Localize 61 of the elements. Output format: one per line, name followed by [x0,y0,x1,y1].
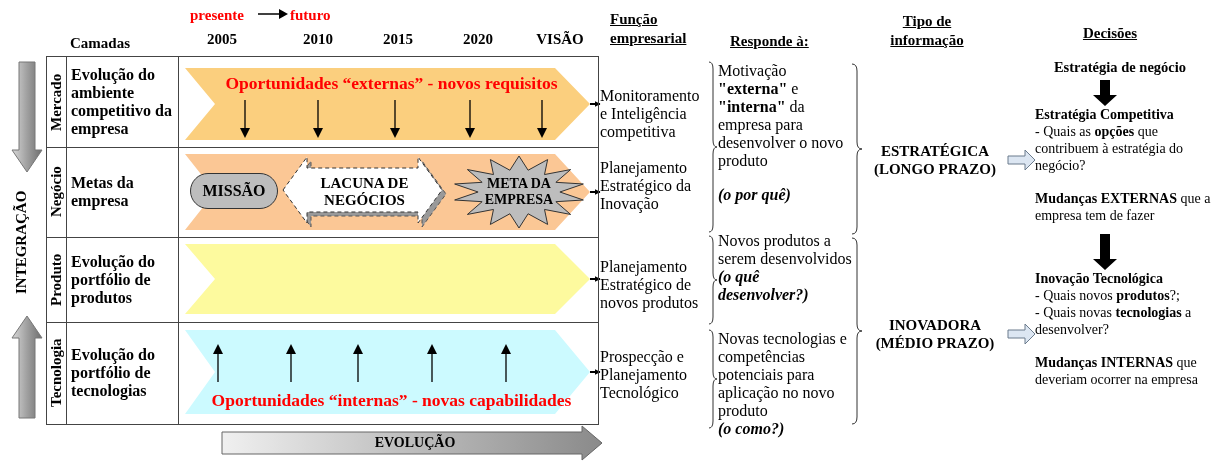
chevron-band [185,330,590,414]
function-text: Planejamento Estratégico da Inovação [600,158,708,214]
starburst-shape [452,155,586,229]
band-caption: Oportunidades “externas” - novos requisitos [224,73,559,93]
arrow [589,276,601,282]
column-header: Camadas [70,34,131,52]
chevron-band [185,68,590,140]
arrow [589,369,601,375]
mission-pill: MISSÃO [190,173,278,209]
timeline-label: futuro [290,6,332,24]
shape-label: META DA EMPRESA [483,176,555,208]
year-label: 2010 [302,30,334,48]
axis-label: INTEGRAÇÃO [11,189,30,296]
shape-label: LACUNA DE NEGÓCIOS [319,175,410,209]
answer-text: (o por quê) [718,186,792,204]
chevron-band [185,244,590,314]
column-header: Tipo de informação [889,12,965,50]
block-arrow [1093,234,1117,270]
answer-text: Novos produtos a serem desenvolvidos [718,232,852,268]
year-label: VISÃO [535,30,585,48]
decision-text: Inovação Tecnológica [1035,270,1164,287]
timeline-label: presente [190,6,245,24]
layer-description: Evolução do portfólio de produtos [71,251,156,309]
column-header: Função empresarial [610,10,688,48]
answer-text: (o quê desenvolver?) [718,268,810,304]
decision-text: - Quais novas tecnologias a desenvolver? [1035,304,1193,338]
layer-name: Mercado [47,72,66,133]
function-text: Prospecção e Planejamento Tecnológico [600,346,708,404]
arrow [589,189,601,195]
year-label: 2015 [382,30,414,48]
layer-name: Tecnologia [47,337,66,410]
decision-text: Estratégia Competitiva [1035,106,1175,123]
decision-text: Mudanças EXTERNAS que a empresa tem de fazer [1035,190,1212,224]
column-header: Responde à: [730,32,810,50]
function-text: Planejamento Estratégico de novos produtos [600,256,708,314]
info-type-text: ESTRATÉGICA (LONGO PRAZO) [862,140,1008,180]
layer-name: Negócio [47,165,66,220]
block-arrow [1007,323,1036,345]
decision-text: Mudanças INTERNAS que deveriam ocorrer na empresa [1035,354,1199,388]
decision-heading: Estratégia de negócio [1040,58,1200,80]
decision-text: - Quais novos produtos?; [1035,287,1181,304]
double-arrow-shape [282,156,447,228]
layer-description: Evolução do portfólio de tecnologias [71,345,156,402]
block-arrow [1007,149,1036,171]
axis-label: EVOLUÇÃO [373,433,457,452]
layer-name: Produto [47,252,66,308]
year-label: 2005 [206,30,238,48]
answer-text: Novas tecnologias e competências potenciais para aplicação no novo produto [718,330,848,420]
answer-text: (o como?) [718,420,786,438]
info-type-text: INOVADORA (MÉDIO PRAZO) [862,314,1008,354]
function-text: Monitoramento e Inteligência competitiva [600,86,708,142]
chevron-band [185,154,590,230]
arrow [589,101,601,107]
column-header: Decisões [1081,24,1139,42]
decision-text: - Quais as opções que contribuem à estratégia do negócio? [1035,123,1185,174]
block-arrow [1093,80,1117,106]
layer-description: Evolução do ambiente competitivo da empresa [71,65,173,140]
year-label: 2020 [462,30,494,48]
layer-description: Metas da empresa [71,173,135,212]
answer-text: Motivação "externa" e "interna" da empresa para desenvolver o novo produto [718,62,845,170]
band-caption: Oportunidades “internas” - novas capabilidades [210,390,573,410]
